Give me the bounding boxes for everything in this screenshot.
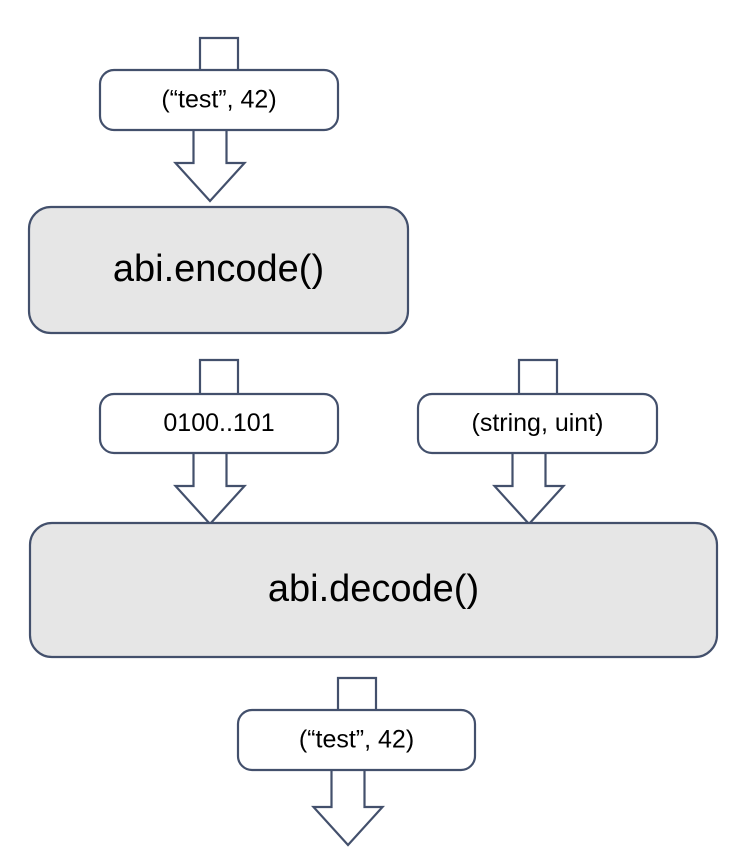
- node-abi-decode-shape: [28, 521, 719, 659]
- arrow-input-to-encode: [173, 127, 247, 203]
- node-abi-decode-label: abi.decode(): [268, 568, 479, 610]
- node-abi-decode[interactable]: abi.decode(): [28, 521, 719, 659]
- node-output-tuple-label: (“test”, 42): [299, 726, 414, 754]
- stub-into-signature: [517, 358, 559, 395]
- node-abi-encode-shape: [27, 205, 410, 335]
- node-abi-encode[interactable]: abi.encode(): [27, 205, 410, 335]
- node-encoded-bytes-label: 0100..101: [163, 409, 274, 437]
- node-abi-encode-label: abi.encode(): [113, 248, 324, 290]
- node-input-tuple-label: (“test”, 42): [161, 86, 276, 114]
- stub-into-input: [198, 36, 240, 71]
- node-type-signature[interactable]: (string, uint): [416, 392, 659, 455]
- node-input-tuple[interactable]: (“test”, 42): [98, 68, 340, 132]
- arrow-bytes-to-decode: [173, 450, 247, 526]
- arrow-output-exit: [311, 767, 385, 847]
- node-encoded-bytes-shape: [98, 392, 340, 455]
- node-input-tuple-shape: [98, 68, 340, 132]
- node-output-tuple[interactable]: (“test”, 42): [236, 708, 477, 772]
- node-encoded-bytes[interactable]: 0100..101: [98, 392, 340, 455]
- stub-into-bytes: [198, 358, 240, 395]
- arrow-signature-to-decode: [492, 450, 566, 526]
- node-type-signature-label: (string, uint): [472, 409, 604, 437]
- connector-layer: [173, 36, 566, 847]
- stub-into-output: [336, 676, 378, 711]
- node-output-tuple-shape: [236, 708, 477, 772]
- node-layer: (“test”, 42) abi.encode() 0100..101 (string…: [27, 68, 719, 772]
- node-type-signature-shape: [416, 392, 659, 455]
